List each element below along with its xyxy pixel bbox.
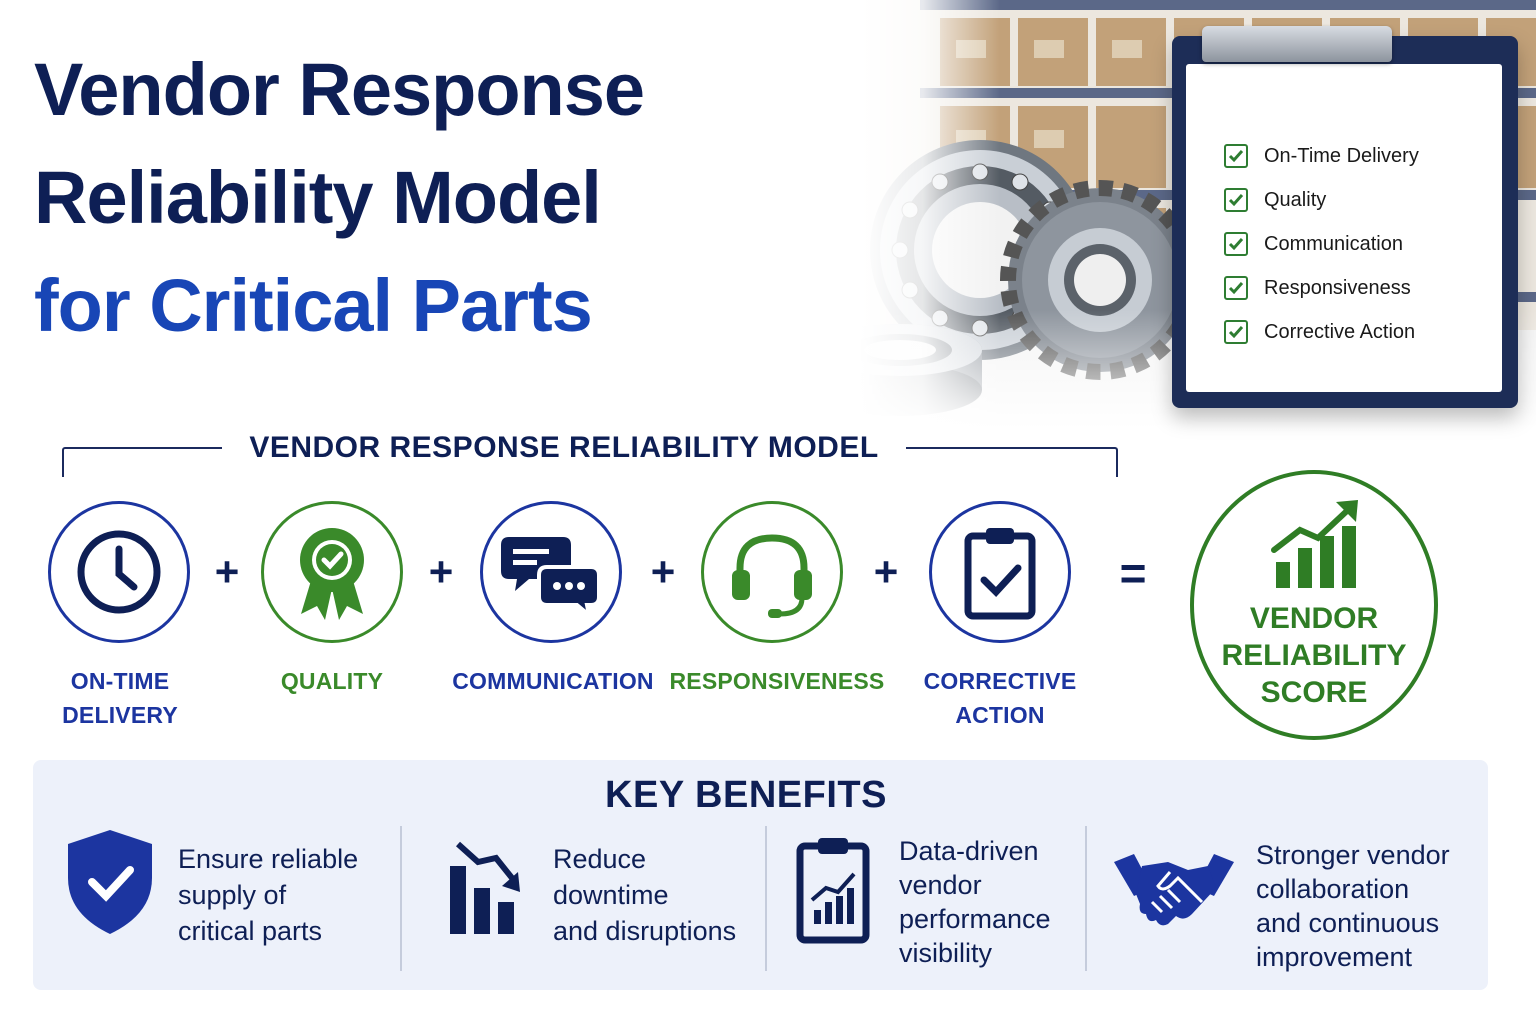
award-ribbon-icon <box>300 528 364 620</box>
factor-corrective-action <box>929 501 1071 643</box>
clipboard-check-icon <box>964 528 1036 620</box>
clock-icon <box>77 530 161 614</box>
checklist-item: Quality <box>1224 178 1419 222</box>
shield-check-icon <box>68 830 152 934</box>
chart-decline-icon <box>450 841 520 934</box>
factor-label-responsiveness: RESPONSIVENESS <box>669 668 885 694</box>
factor-quality <box>261 501 403 643</box>
checklist: On-Time Delivery Quality Communication R… <box>1224 134 1419 354</box>
benefit-text-collaboration: Stronger vendor collaboration and contin… <box>1256 840 1450 972</box>
benefits-panel <box>33 760 1488 990</box>
checklist-label: Corrective Action <box>1264 320 1416 343</box>
checklist-item: Responsiveness <box>1224 266 1419 310</box>
divider <box>400 826 402 971</box>
page-title: Vendor Response Reliability Model for Cr… <box>34 36 645 360</box>
report-chart-icon <box>796 838 870 944</box>
reliability-score-circle <box>1190 470 1438 740</box>
checkbox-checked-icon <box>1224 232 1248 256</box>
title-line-1: Vendor Response <box>34 48 645 131</box>
checklist-label: On-Time Delivery <box>1264 144 1419 167</box>
chat-bubbles-icon <box>501 537 601 617</box>
factor-on-time-delivery <box>48 501 190 643</box>
plus-operator: + <box>650 548 676 595</box>
factor-label-corrective-action: CORRECTIVE ACTION <box>923 668 1077 728</box>
checkbox-checked-icon <box>1224 276 1248 300</box>
divider <box>1085 826 1087 971</box>
checklist-label: Quality <box>1264 188 1327 211</box>
divider <box>765 826 767 971</box>
benefit-text-data-driven: Data-driven vendor performance visibilit… <box>899 836 1051 968</box>
factor-responsiveness <box>701 501 843 643</box>
chart-growth-icon <box>1271 500 1358 588</box>
handshake-icon <box>1114 854 1234 926</box>
checkbox-checked-icon <box>1224 144 1248 168</box>
factor-label-on-time-delivery: ON-TIME DELIVERY <box>62 668 178 728</box>
checklist-label: Responsiveness <box>1264 276 1411 299</box>
title-line-2: Reliability Model <box>34 156 602 239</box>
reliability-score-label: VENDOR RELIABILITY SCORE <box>1221 602 1407 709</box>
equals-operator: = <box>1119 547 1147 599</box>
factor-communication <box>480 501 622 643</box>
benefits-heading: KEY BENEFITS <box>605 774 887 816</box>
clipboard-clip <box>1202 26 1392 62</box>
plus-operator: + <box>214 548 240 595</box>
checklist-item: Corrective Action <box>1224 310 1419 354</box>
checkbox-checked-icon <box>1224 320 1248 344</box>
title-line-3: for Critical Parts <box>34 264 593 347</box>
factor-label-quality: QUALITY <box>280 668 384 694</box>
model-heading: VENDOR RESPONSE RELIABILITY MODEL <box>222 424 906 472</box>
plus-operator: + <box>428 548 454 595</box>
checklist-item: On-Time Delivery <box>1224 134 1419 178</box>
checkbox-checked-icon <box>1224 188 1248 212</box>
plus-operator: + <box>873 548 899 595</box>
checklist-label: Communication <box>1264 232 1403 255</box>
checklist-item: Communication <box>1224 222 1419 266</box>
clipboard: On-Time Delivery Quality Communication R… <box>1172 26 1518 408</box>
factor-label-communication: COMMUNICATION <box>452 668 654 694</box>
benefit-text-reduce-downtime: Reduce downtime and disruptions <box>553 844 737 946</box>
benefit-text-reliable-supply: Ensure reliable supply of critical parts <box>178 844 359 946</box>
headset-icon <box>732 534 812 618</box>
